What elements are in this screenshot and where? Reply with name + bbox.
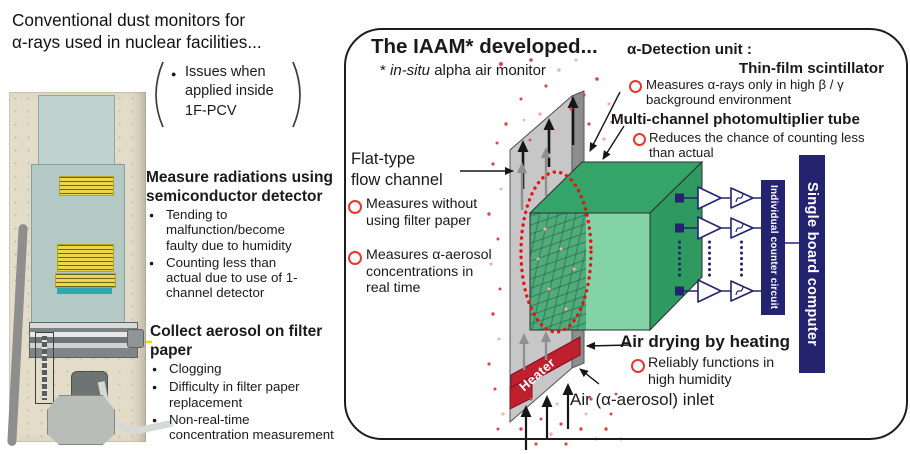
red-circle-bullet	[629, 80, 642, 93]
red-circle-bullet	[348, 200, 362, 214]
individual-counter-circuit-box: Individual counter circuit	[761, 180, 785, 315]
panel-subtitle: * in-situ alpha air monitor	[380, 62, 546, 79]
right-paren	[292, 61, 301, 128]
note-bullet: ●	[171, 69, 177, 79]
iaam-panel-border	[344, 28, 908, 440]
slotted-bracket	[35, 332, 54, 404]
bullet-glyph: ●	[149, 210, 155, 220]
device-photo	[7, 92, 174, 447]
bullet-glyph: ●	[152, 382, 158, 393]
photomultiplier-heading: Multi-channel photomultiplier tube	[611, 111, 860, 128]
left-paren	[155, 61, 164, 128]
yellow-label	[55, 273, 116, 288]
device-upper-body	[38, 95, 115, 169]
bullet-glyph: ●	[149, 257, 155, 268]
red-circle-bullet	[631, 359, 645, 373]
yellow-label	[57, 244, 114, 272]
air-drying-heading: Air drying by heating	[620, 332, 791, 351]
single-board-computer-box: Single board computer	[799, 155, 825, 373]
bullet-glyph: ●	[152, 364, 158, 374]
teal-label-strip	[57, 288, 112, 294]
list-item: ● Clogging	[152, 361, 222, 376]
red-circle-bullet	[348, 251, 362, 265]
assembly-knob	[127, 329, 144, 348]
red-circle-bullet	[633, 133, 646, 146]
pump-housing	[47, 395, 115, 445]
air-inlet-label: Air (α-aerosol) inlet	[570, 390, 714, 409]
cable	[7, 223, 28, 447]
detection-unit-heading: α-Detection unit :	[627, 41, 752, 58]
filter-paper-assembly	[29, 322, 138, 358]
yellow-label	[59, 176, 114, 196]
panel-title: The IAAM* developed...	[371, 35, 598, 58]
scintillator-heading: Thin-film scintillator	[738, 60, 884, 77]
bullet-glyph: ●	[152, 414, 158, 425]
